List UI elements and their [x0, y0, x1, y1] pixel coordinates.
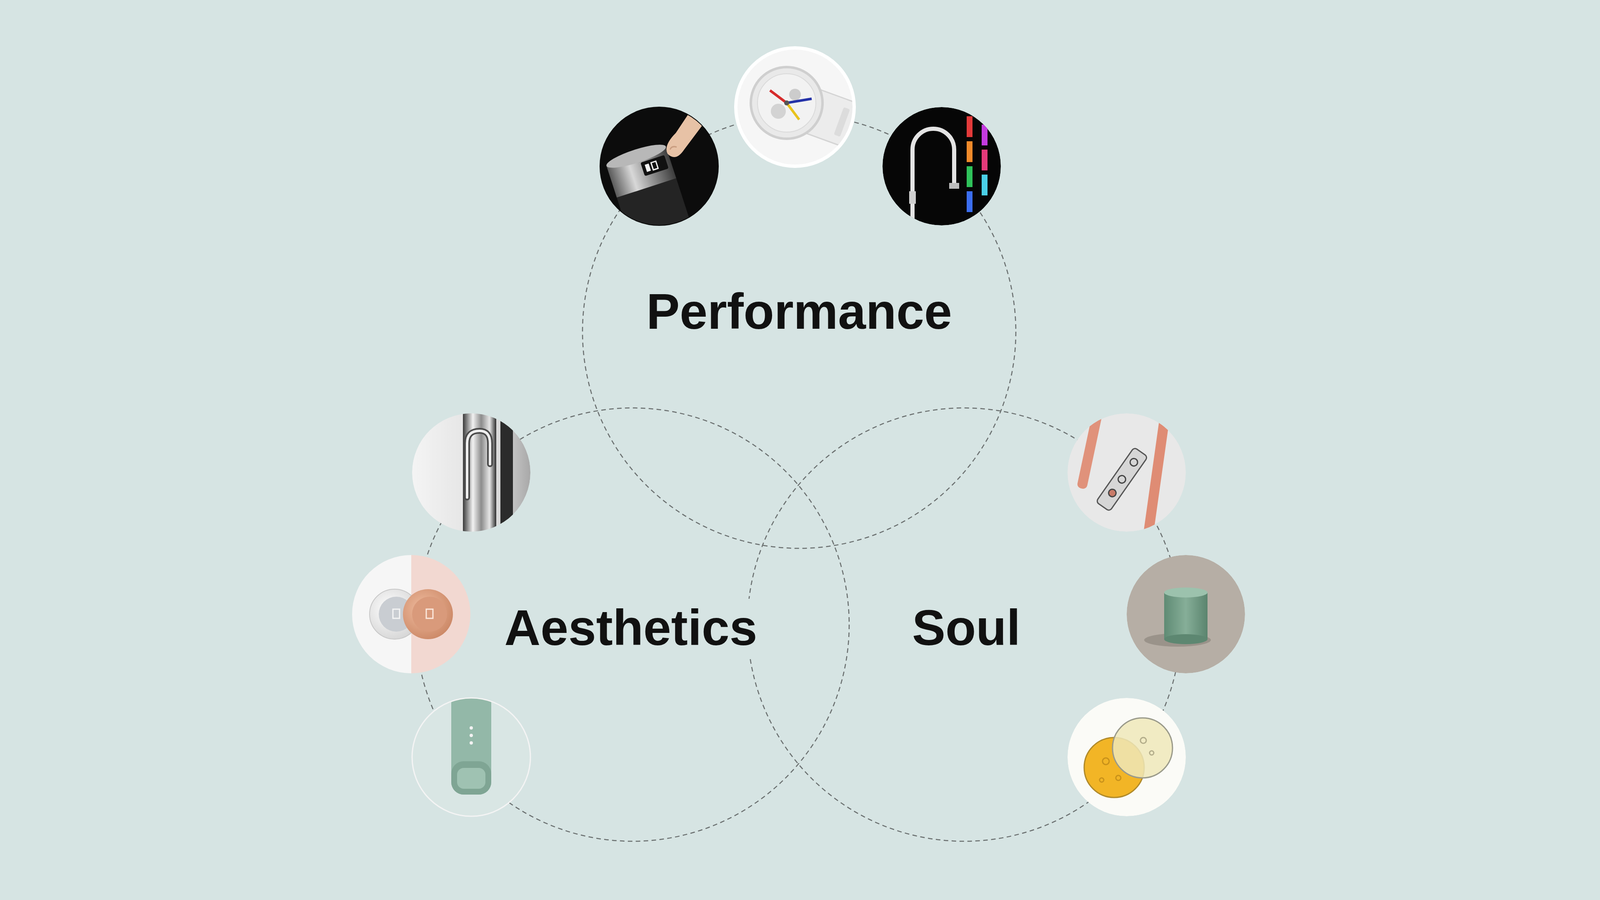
thermostat-photo-part-part	[392, 609, 400, 619]
led-faucet-photo-part-part	[966, 141, 973, 163]
green-device-photo-part-part	[469, 726, 473, 730]
pink-tools-photo-part-part-part	[1095, 447, 1148, 512]
bottle-photo	[600, 95, 722, 250]
pink-tools-photo-part-part	[1142, 418, 1170, 544]
pink-tools-photo-part-part-part	[1116, 474, 1128, 485]
green-device-photo-part-part	[469, 733, 473, 738]
thermostat-photo	[352, 555, 471, 674]
watch-photo-part-part	[786, 98, 812, 103]
watch-photo-part-part	[789, 88, 801, 101]
dashed-circle	[415, 407, 850, 842]
oil-drops-photo-part-part	[1102, 757, 1110, 765]
green-device-photo-part-part	[451, 690, 492, 795]
green-device-photo-part-part	[457, 767, 486, 789]
bottle-photo-part-part-part	[650, 161, 658, 170]
green-device-photo-part	[412, 690, 531, 817]
dashed-circle	[747, 407, 1181, 842]
led-faucet-photo-part-part	[909, 191, 916, 204]
green-device-photo	[412, 690, 531, 817]
pink-tools-photo-part-part-part	[1128, 457, 1140, 468]
led-faucet-photo	[882, 107, 1001, 229]
led-faucet-photo-part-part	[981, 174, 988, 196]
led-faucet-photo-part	[882, 107, 1001, 229]
led-faucet-photo-part-part	[966, 116, 973, 138]
bottle-photo-part-part-part	[644, 163, 651, 172]
oil-drops-photo	[1067, 697, 1186, 817]
oil-drops-photo-part-part	[1149, 750, 1154, 755]
watch-photo-part-part	[770, 90, 787, 103]
led-faucet-photo-part-part	[882, 107, 1001, 226]
bottle-photo-part-part-part	[640, 155, 669, 177]
watch-photo-part-part	[786, 102, 800, 120]
pink-tools-photo-part	[1067, 397, 1186, 544]
pink-tools-photo-part-part-part	[1107, 487, 1118, 499]
green-cylinder-photo-part	[1126, 555, 1245, 674]
thermostat-photo-part-part	[402, 589, 453, 640]
thermostat-photo-part	[352, 555, 471, 674]
watch-photo-part	[735, 47, 863, 167]
green-cylinder-photo-part-part	[1164, 587, 1208, 598]
thermostat-photo-part-part	[426, 609, 433, 619]
oil-drops-photo-part-part	[1099, 777, 1104, 783]
green-cylinder-photo-part-part	[1164, 634, 1208, 645]
green-device-photo-part-part	[469, 741, 473, 745]
oil-drops-photo-part-part	[1115, 775, 1121, 781]
watch-photo-part-part	[750, 67, 823, 139]
oil-drops-photo-part-part	[1140, 737, 1147, 744]
chrome-tap-photo-part-part	[500, 410, 513, 535]
oil-drops-photo-part-part	[1067, 697, 1186, 817]
led-faucet-photo-part-part	[912, 128, 955, 229]
led-faucet-photo-part-part	[966, 191, 973, 213]
watch-photo-part	[735, 47, 855, 167]
bottle-photo-part	[600, 107, 719, 226]
circle-heading: Performance	[642, 282, 957, 340]
green-cylinder-photo-part-part	[1164, 592, 1208, 640]
chrome-tap-photo-part-part	[462, 410, 497, 535]
thermostat-photo-part-part	[411, 555, 471, 674]
watch-photo	[735, 47, 863, 167]
thermostat-photo-part-part	[412, 596, 448, 632]
chrome-tap-photo-part-part	[467, 430, 490, 498]
green-cylinder-photo-part-part	[1126, 555, 1245, 674]
led-faucet-photo-part-part	[966, 166, 973, 188]
watch-photo-part-part	[757, 73, 816, 133]
bottle-photo-part-part	[604, 140, 693, 249]
green-device-photo-part-part	[451, 761, 492, 795]
chrome-tap-photo-part	[412, 410, 531, 535]
bottle-photo-part-part-part	[604, 140, 669, 173]
led-faucet-photo-part-part	[981, 124, 988, 146]
bottle-photo-part-part	[670, 146, 677, 150]
oil-drops-photo-part-part	[1112, 717, 1173, 778]
pink-tools-photo	[1067, 397, 1186, 544]
pink-tools-photo-part-part	[1095, 447, 1148, 512]
watch-photo-part-part	[770, 103, 786, 119]
led-faucet-photo-part-part	[949, 182, 960, 189]
green-cylinder-photo	[1126, 555, 1245, 674]
pink-tools-photo-part-part	[1076, 397, 1106, 490]
circle-heading: Aesthetics	[500, 598, 762, 657]
chrome-tap-photo	[412, 410, 531, 535]
green-device-photo-part	[412, 697, 531, 817]
watch-photo-part-part	[784, 100, 790, 106]
bottle-photo-part	[600, 95, 722, 250]
circle-heading: Soul	[907, 598, 1025, 657]
bottle-photo-part-part	[666, 95, 723, 158]
oil-drops-photo-part	[1067, 697, 1186, 817]
chrome-tap-photo-part-part	[467, 430, 490, 498]
led-faucet-photo-part-part	[981, 149, 988, 171]
